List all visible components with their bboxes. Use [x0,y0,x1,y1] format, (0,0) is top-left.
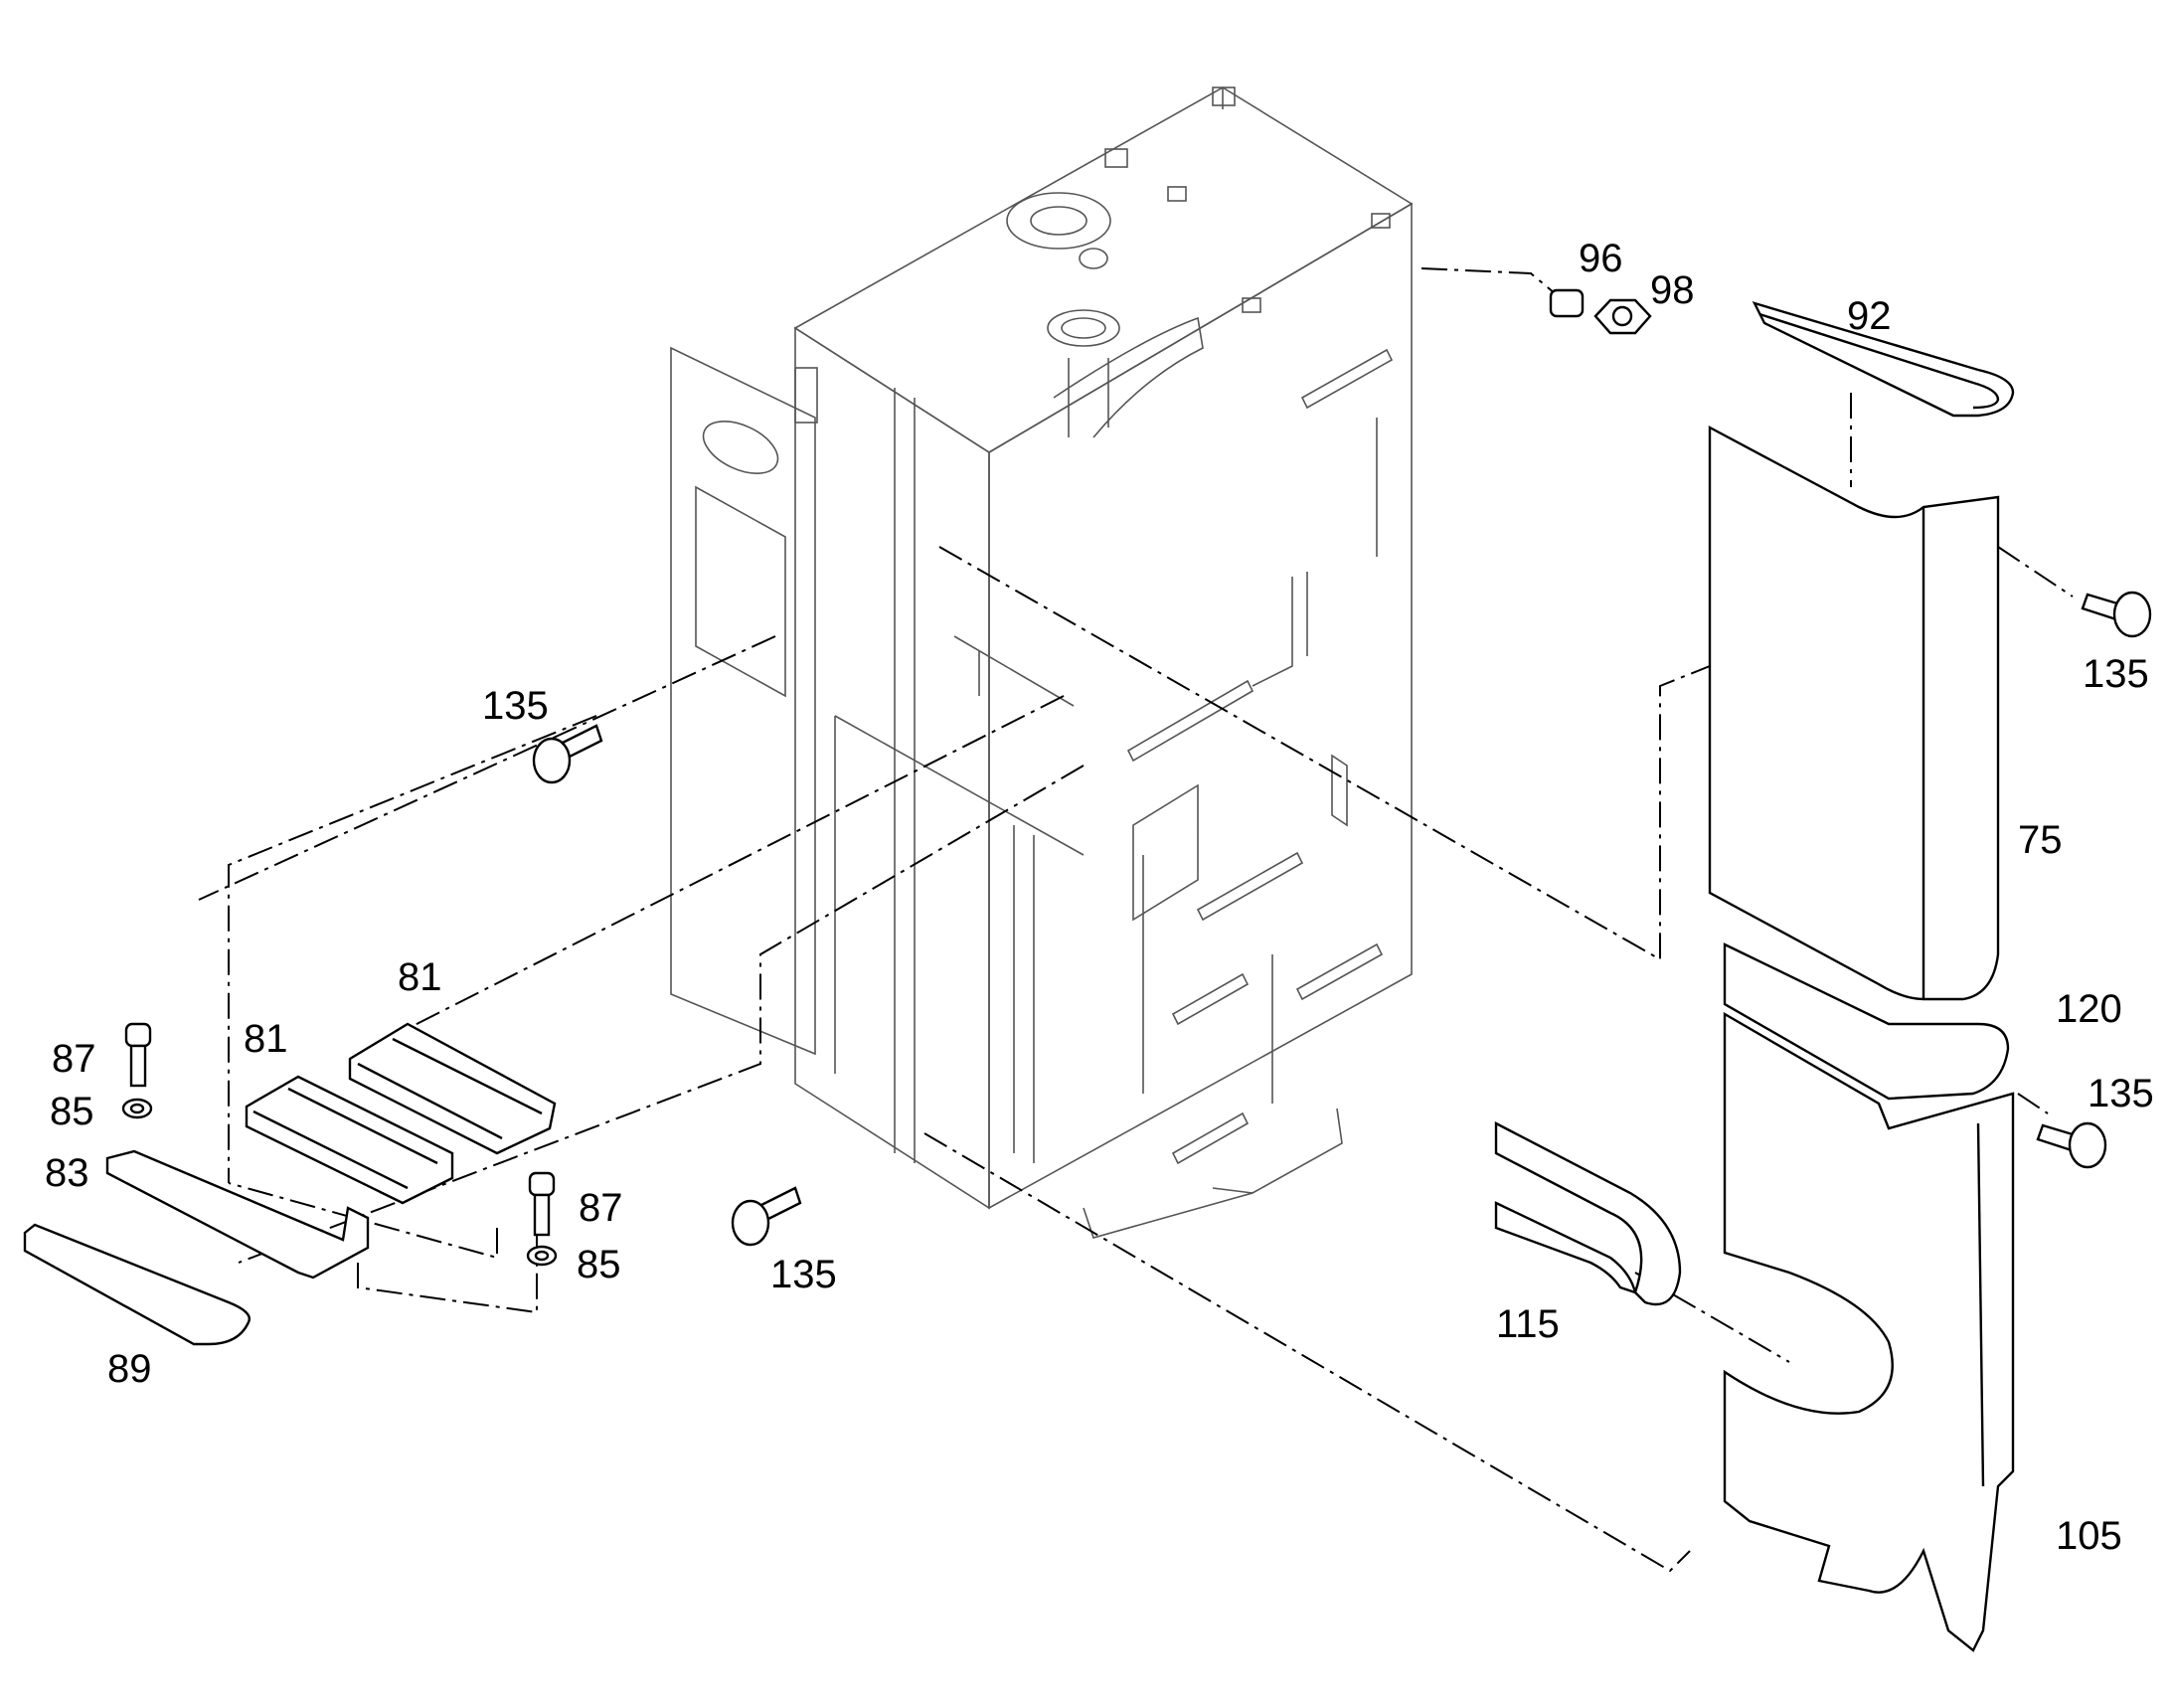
seal-115 [1494,1121,1682,1306]
bracket-83 [105,1149,370,1280]
screw-135-lower-right [2036,1121,2107,1169]
label-83: 83 [45,1151,89,1195]
label-98: 98 [1650,268,1695,312]
label-85-right: 85 [577,1243,621,1286]
label-85-left: 85 [50,1090,94,1133]
seal-120 [1723,942,2010,1101]
label-115: 115 [1496,1302,1560,1346]
bolt-87-left [124,1022,152,1088]
nut-98 [1593,298,1652,335]
tank-body [670,86,1414,1239]
label-92: 92 [1847,294,1892,338]
label-135-lower-right: 135 [2088,1072,2154,1115]
bracket-89 [23,1223,251,1346]
label-135-lower-left: 135 [770,1253,837,1296]
screw-135-upper-right [2081,591,2152,638]
label-87-right: 87 [579,1186,623,1230]
label-75: 75 [2018,818,2063,862]
label-120: 120 [2056,987,2122,1031]
label-135-upper-right: 135 [2083,652,2149,696]
label-81-lower: 81 [244,1017,288,1061]
panel-105 [1723,1011,2015,1652]
plug-96 [1549,288,1585,318]
washer-85-right [526,1245,558,1267]
strip-81-upper [348,1022,557,1155]
washer-85-left [121,1098,153,1119]
screw-135-lower-left [731,1186,802,1247]
bolt-87-right [528,1171,556,1237]
label-105: 105 [2056,1514,2122,1558]
assembly-lines [198,267,2074,1573]
label-81-upper: 81 [398,955,442,999]
screw-135-upper-left [532,724,603,784]
label-87-left: 87 [52,1037,96,1081]
label-96: 96 [1579,237,1623,280]
strip-81-lower [245,1075,454,1205]
panel-75 [1708,426,2000,1001]
label-135-upper-left: 135 [482,684,549,728]
label-89: 89 [107,1347,152,1391]
seal-92 [1752,301,2015,418]
